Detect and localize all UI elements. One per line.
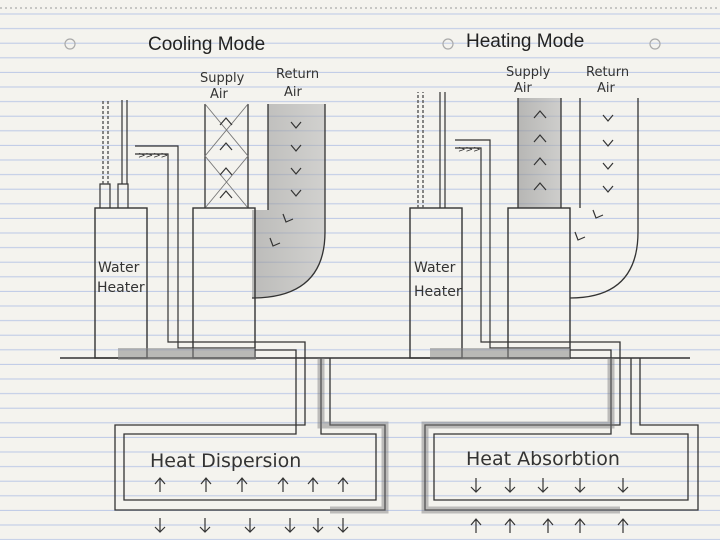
heat-absorption-arrows <box>470 478 629 493</box>
heating-loop-flow-arrows: >>> <box>458 145 481 155</box>
heat-out-ground-arrows <box>154 518 349 533</box>
heating-return-label: Return <box>586 65 629 80</box>
tank-fittings <box>99 183 129 208</box>
heating-return-air-duct <box>569 98 639 299</box>
cooling-mode-panel: Cooling Mode Supply Air Return Air Water… <box>94 34 389 533</box>
heat-dispersion-arrows <box>154 477 349 492</box>
heating-tank-label-2: Heater <box>414 284 462 300</box>
hot-water-pipe <box>102 100 109 184</box>
heating-refrigerant-line-shading <box>430 348 570 360</box>
heating-supply-air-duct <box>517 98 562 208</box>
cooling-mode-title: Cooling Mode <box>148 34 265 55</box>
heating-mode-panel: Heating Mode Supply Air Return Air Water… <box>409 31 699 533</box>
supply-air-duct-shading <box>518 98 561 208</box>
heating-supply-label: Supply <box>506 65 551 80</box>
cooling-supply-label: Supply <box>200 71 245 86</box>
punch-hole <box>64 38 76 50</box>
ground-loop-shading <box>317 358 389 514</box>
return-air-arrows <box>269 121 302 247</box>
return-air-duct-shading <box>252 104 325 298</box>
supply-air-hatch <box>204 103 249 209</box>
heat-in-ground-arrows <box>470 518 629 533</box>
heating-supply-arrows <box>533 110 547 191</box>
heating-supply-label-2: Air <box>514 81 533 96</box>
loop-flow-arrows: >>>> <box>138 151 168 161</box>
heating-ground-loop-outer <box>424 341 699 511</box>
heating-return-label-2: Air <box>597 81 616 96</box>
supply-air-arrows <box>219 117 233 199</box>
cooling-return-label-2: Air <box>284 85 303 100</box>
heating-cold-water-pipe <box>439 92 446 208</box>
cooling-supply-label-2: Air <box>210 87 229 102</box>
cooling-tank-label-2: Heater <box>97 280 145 296</box>
punch-hole <box>649 38 661 50</box>
heat-dispersion-label: Heat Dispersion <box>150 450 301 472</box>
heating-tank-label: Water <box>414 260 456 276</box>
cooling-tank-label: Water <box>98 260 140 276</box>
heating-ground-loop-inner <box>433 349 689 501</box>
heating-return-arrows <box>574 114 614 241</box>
heating-hot-water-pipe <box>417 92 424 208</box>
heating-mode-title: Heating Mode <box>466 31 584 52</box>
ground-loop-inner <box>123 349 377 501</box>
heat-absorption-label: Heat Absorbtion <box>466 448 620 470</box>
ground-loop-outer <box>114 341 386 511</box>
punch-hole <box>442 38 454 50</box>
heating-ground-loop-shading <box>421 358 620 514</box>
cold-water-pipe <box>121 100 128 184</box>
refrigerant-line-shading <box>118 348 256 360</box>
return-air-duct <box>251 104 326 299</box>
cooling-return-label: Return <box>276 67 319 82</box>
